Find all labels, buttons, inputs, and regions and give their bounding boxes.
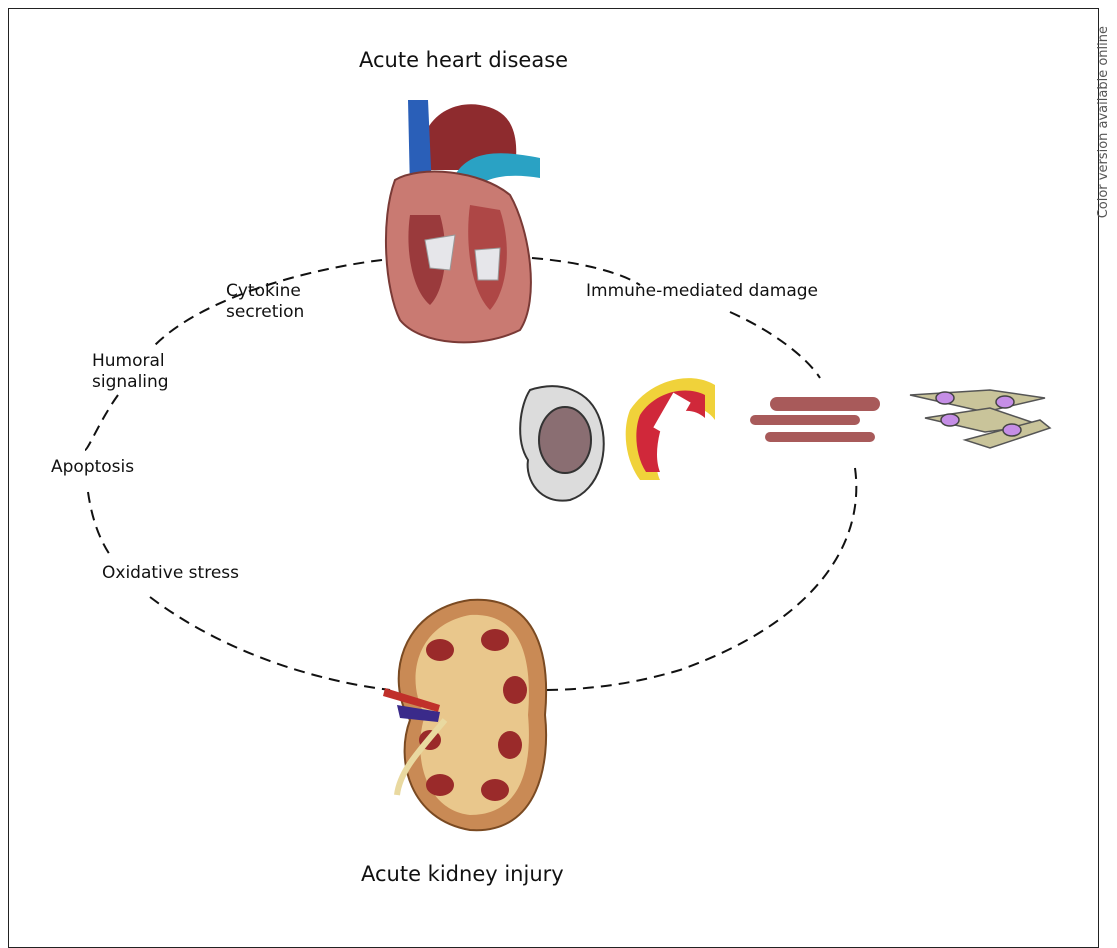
arc-right-upper2 — [730, 312, 820, 378]
immune-cell-icon — [520, 386, 604, 500]
label-immune-mediated-damage: Immune-mediated damage — [586, 281, 818, 302]
heart-body — [386, 172, 531, 343]
arc-right-side — [540, 468, 856, 690]
title-acute-heart-disease: Acute heart disease — [359, 48, 568, 72]
label-humoral-line2: signaling — [92, 372, 169, 393]
fibroblast-cells-icon — [910, 390, 1050, 448]
label-cytokine-line1: Cytokine — [226, 281, 304, 302]
vessel-section-icon — [626, 378, 715, 480]
arc-left-bottom — [150, 597, 390, 690]
kidney-illustration — [383, 600, 546, 831]
title-acute-kidney-injury: Acute kidney injury — [361, 862, 564, 886]
label-humoral: Humoral signaling — [92, 351, 169, 393]
heart-illustration — [386, 100, 540, 342]
label-cytokine: Cytokine secretion — [226, 281, 304, 323]
label-humoral-line1: Humoral — [92, 351, 169, 372]
label-oxidative-stress: Oxidative stress — [102, 563, 239, 584]
arc-left-lower — [88, 492, 110, 555]
label-cytokine-line2: secretion — [226, 302, 304, 323]
arc-left-mid — [85, 395, 118, 450]
label-apoptosis: Apoptosis — [51, 457, 134, 478]
myocyte-fibers-icon — [750, 397, 880, 442]
